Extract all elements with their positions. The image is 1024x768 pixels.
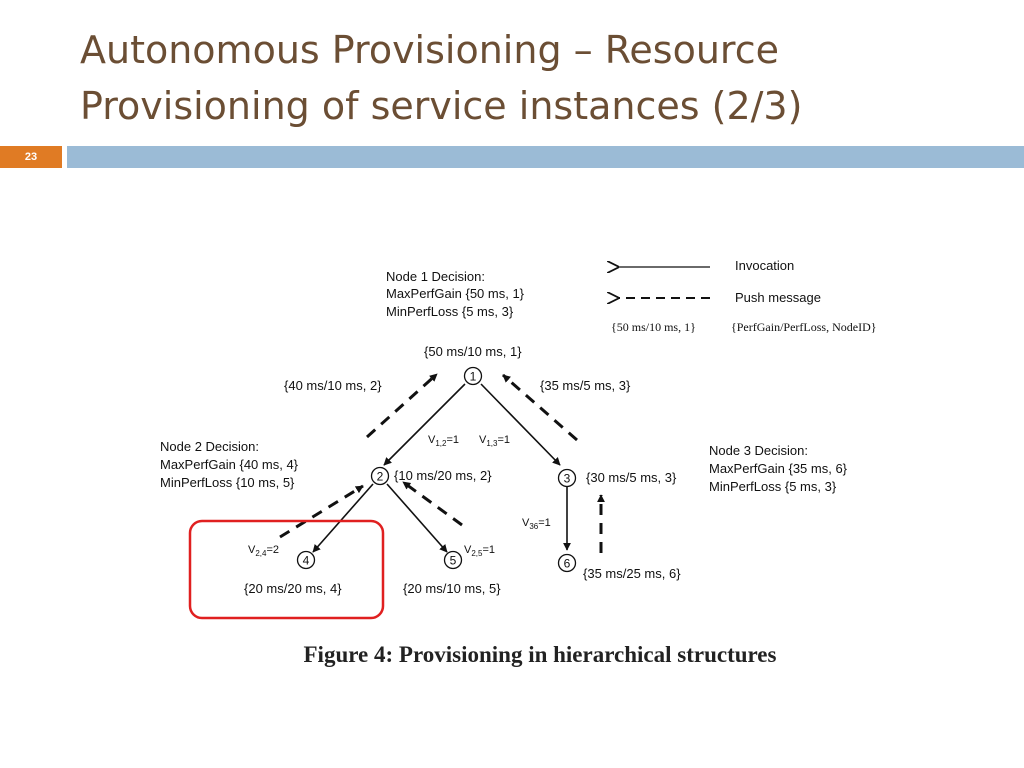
push-3-to-1: [502, 373, 578, 442]
node-circle: [370, 466, 390, 486]
node-id: 6: [564, 557, 571, 571]
node-circle: [296, 550, 316, 570]
node-1-decision-loss: MinPerfLoss {5 ms, 3}: [386, 304, 514, 319]
edge-label-v36: V36=1: [522, 517, 551, 531]
node-label: {20 ms/10 ms, 5}: [403, 581, 501, 596]
slide-title-line-1: Autonomous Provisioning – Resource: [80, 28, 779, 72]
node-6: 6 {35 ms/25 ms, 6}: [557, 553, 681, 581]
invocation-edges: [312, 383, 571, 553]
legend-format-description: {PerfGain/PerfLoss, NodeID}: [731, 320, 877, 334]
push-2-to-1: [365, 372, 439, 439]
node-label: {20 ms/20 ms, 4}: [244, 581, 342, 596]
node-5: 5 {20 ms/10 ms, 5}: [403, 550, 501, 596]
node-id: 3: [564, 472, 571, 486]
push-5-to-2: [402, 480, 463, 527]
title-underline-bar: [67, 146, 1024, 168]
node-label: {10 ms/20 ms, 2}: [394, 468, 492, 483]
node-2: 2 {10 ms/20 ms, 2}: [370, 466, 492, 486]
push-label-from-node-3: {35 ms/5 ms, 3}: [540, 378, 631, 393]
node-3: 3 {30 ms/5 ms, 3}: [557, 468, 677, 488]
node-label: {30 ms/5 ms, 3}: [586, 470, 677, 485]
push-4-to-2: [279, 484, 364, 539]
node-id: 2: [377, 470, 384, 484]
node-1-decision-title: Node 1 Decision:: [386, 269, 485, 284]
node-1: 1 {50 ms/10 ms, 1}: [424, 344, 522, 386]
slide-title: Autonomous Provisioning – Resource Provi…: [80, 22, 1000, 134]
node-4: 4 {20 ms/20 ms, 4}: [244, 550, 342, 596]
legend: Invocation Push message {50 ms/10 ms, 1}…: [611, 258, 877, 334]
edge-label-v13: V1,3=1: [479, 434, 510, 448]
edge-label-v12: V1,2=1: [428, 434, 459, 448]
slide-number: 23: [0, 146, 62, 168]
node-circle: [557, 468, 577, 488]
legend-format-example: {50 ms/10 ms, 1}: [611, 320, 696, 334]
node-2-decision-gain: MaxPerfGain {40 ms, 4}: [160, 457, 299, 472]
node-1-decision: Node 1 Decision: MaxPerfGain {50 ms, 1} …: [386, 269, 525, 319]
node-id: 4: [303, 554, 310, 568]
slide-title-line-2: Provisioning of service instances (2/3): [80, 84, 803, 128]
node-1-decision-gain: MaxPerfGain {50 ms, 1}: [386, 286, 525, 301]
node-3-decision-loss: MinPerfLoss {5 ms, 3}: [709, 479, 837, 494]
highlight-box: [188, 519, 385, 620]
node-circle: [557, 553, 577, 573]
edge-2-4: [312, 483, 374, 553]
edge-1-2: [383, 383, 466, 466]
edge-1-3: [480, 383, 561, 466]
node-3-decision-title: Node 3 Decision:: [709, 443, 808, 458]
node-label: {50 ms/10 ms, 1}: [424, 344, 522, 359]
node-3-decision: Node 3 Decision: MaxPerfGain {35 ms, 6} …: [709, 443, 848, 494]
node-circle: [463, 366, 483, 386]
push-edges: [279, 372, 605, 553]
edge-label-v25: V2,5=1: [464, 544, 495, 558]
node-3-decision-gain: MaxPerfGain {35 ms, 6}: [709, 461, 848, 476]
legend-invocation-label: Invocation: [735, 258, 794, 273]
node-2-decision-loss: MinPerfLoss {10 ms, 5}: [160, 475, 295, 490]
legend-push-label: Push message: [735, 290, 821, 305]
node-2-decision: Node 2 Decision: MaxPerfGain {40 ms, 4} …: [160, 439, 299, 490]
edge-label-v24: V2,4=2: [248, 544, 279, 558]
node-circle: [443, 550, 463, 570]
node-id: 1: [470, 370, 477, 384]
push-label-from-node-2: {40 ms/10 ms, 2}: [284, 378, 382, 393]
node-label: {35 ms/25 ms, 6}: [583, 566, 681, 581]
node-id: 5: [450, 554, 457, 568]
edge-2-5: [386, 483, 448, 553]
node-2-decision-title: Node 2 Decision:: [160, 439, 259, 454]
figure-caption: Figure 4: Provisioning in hierarchical s…: [303, 642, 777, 667]
